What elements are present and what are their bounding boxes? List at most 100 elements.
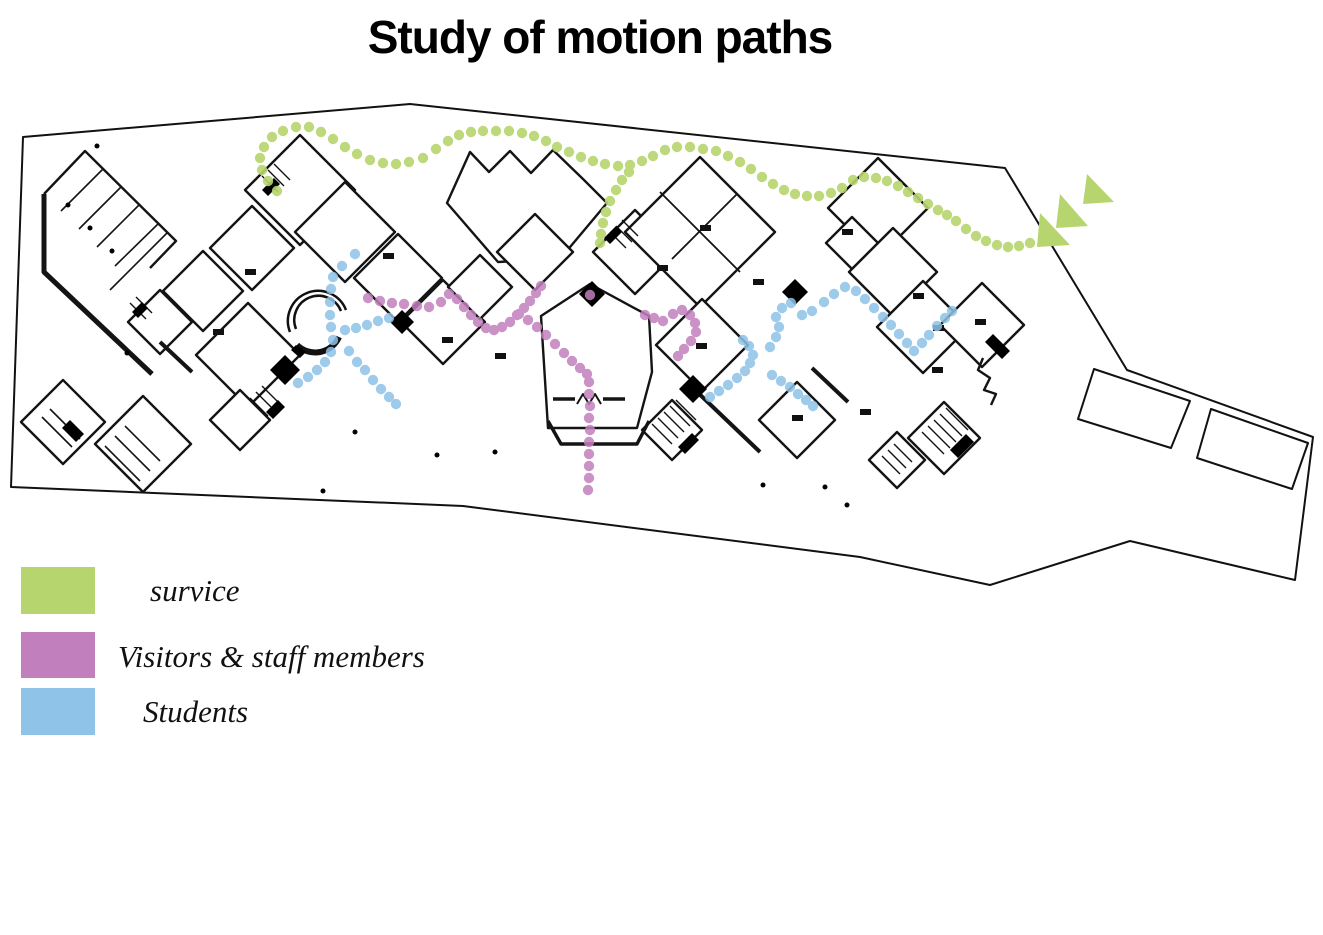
- path-dot: [667, 308, 679, 320]
- path-dot: [311, 364, 323, 376]
- path-dot: [980, 235, 992, 247]
- path-dot: [877, 311, 889, 323]
- building-rooms: [19, 133, 1026, 494]
- path-dot: [960, 223, 972, 235]
- path-dot: [583, 472, 595, 484]
- path-dot: [1002, 241, 1014, 253]
- path-dot: [648, 312, 660, 324]
- path-dot: [583, 460, 595, 472]
- path-dot: [1013, 240, 1025, 252]
- path-dot: [531, 321, 543, 333]
- path-dot: [604, 195, 616, 207]
- path-dot: [796, 309, 808, 321]
- path-dot: [359, 364, 371, 376]
- path-dot: [892, 180, 904, 192]
- path-dot: [800, 394, 812, 406]
- path-dot: [764, 341, 776, 353]
- path-dot: [599, 158, 611, 170]
- path-dot: [685, 335, 697, 347]
- path-dot: [807, 400, 819, 412]
- path-dot: [991, 239, 1003, 251]
- path-dot: [584, 400, 596, 412]
- path-dot: [600, 206, 612, 218]
- path-dot: [739, 365, 751, 377]
- path-dot: [551, 141, 563, 153]
- path-dot: [722, 150, 734, 162]
- path-dot: [908, 345, 920, 357]
- path-dot: [324, 309, 336, 321]
- path-dot: [465, 309, 477, 321]
- path-dot: [262, 175, 274, 187]
- path-dot: [442, 135, 454, 147]
- path-dot: [813, 190, 825, 202]
- path-dot: [612, 160, 624, 172]
- path-dot: [893, 328, 905, 340]
- path-dot: [858, 171, 870, 183]
- path-dot: [374, 295, 386, 307]
- path-dot: [351, 148, 363, 160]
- path-dot: [704, 391, 716, 403]
- path-dot: [362, 292, 374, 304]
- path-dot: [756, 171, 768, 183]
- path-dot: [923, 329, 935, 341]
- path-dot: [778, 184, 790, 196]
- path-dot: [327, 271, 339, 283]
- path-dot: [731, 372, 743, 384]
- path-dot: [540, 135, 552, 147]
- path-dot: [566, 355, 578, 367]
- path-dot: [950, 215, 962, 227]
- path-dot: [657, 315, 669, 327]
- path-dot: [839, 281, 851, 293]
- path-dot: [563, 146, 575, 158]
- path-dot: [339, 324, 351, 336]
- path-dot: [390, 158, 402, 170]
- path-dot: [737, 334, 749, 346]
- path-dot: [504, 316, 516, 328]
- path-dot: [336, 260, 348, 272]
- path-dot: [574, 362, 586, 374]
- arrow-triangle: [1083, 174, 1114, 204]
- path-dot: [870, 172, 882, 184]
- path-dot: [931, 320, 943, 332]
- path-dot: [902, 186, 914, 198]
- path-dot: [584, 289, 596, 301]
- path-dot: [496, 321, 508, 333]
- path-dot: [364, 154, 376, 166]
- motion-path-visitors-staff: [362, 280, 702, 496]
- path-dot: [398, 298, 410, 310]
- path-dot: [513, 308, 525, 320]
- path-dot: [277, 125, 289, 137]
- path-dot: [818, 296, 830, 308]
- path-dot: [528, 130, 540, 142]
- path-dot: [258, 141, 270, 153]
- path-dot: [697, 143, 709, 155]
- path-dot: [770, 311, 782, 323]
- path-dot: [901, 337, 913, 349]
- path-dot: [524, 295, 536, 307]
- arrow-triangle: [1056, 194, 1088, 228]
- path-dot: [403, 156, 415, 168]
- arrow-triangle: [1037, 213, 1070, 247]
- path-dot: [597, 217, 609, 229]
- path-dot: [411, 300, 423, 312]
- path-dot: [587, 155, 599, 167]
- path-dot: [584, 424, 596, 436]
- path-dot: [647, 150, 659, 162]
- path-dot: [325, 321, 337, 333]
- path-dot: [256, 164, 268, 176]
- path-dot: [372, 315, 384, 327]
- path-dot: [516, 127, 528, 139]
- path-dot: [868, 302, 880, 314]
- path-dot: [623, 166, 635, 178]
- path-dot: [789, 188, 801, 200]
- path-dot: [522, 314, 534, 326]
- path-dot: [386, 297, 398, 309]
- path-dot: [684, 141, 696, 153]
- path-dot: [847, 174, 859, 186]
- path-dot: [881, 175, 893, 187]
- path-dot: [885, 319, 897, 331]
- path-dot: [375, 383, 387, 395]
- path-dot: [302, 371, 314, 383]
- path-dot: [266, 131, 278, 143]
